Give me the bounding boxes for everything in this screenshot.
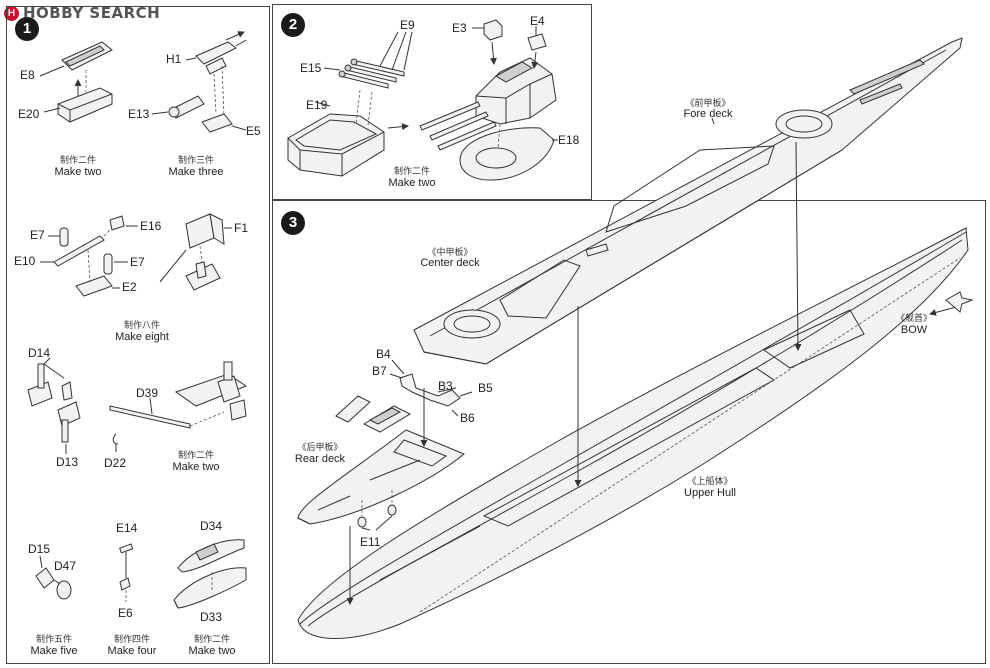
note-make-two-c-cn: 制作二件: [193, 634, 230, 644]
label-e14: E14: [116, 521, 138, 535]
fore-deck-label-cn: 《前甲板》: [685, 98, 731, 108]
label-e3: E3: [452, 21, 467, 35]
label-e15: E15: [300, 61, 322, 75]
label-b3: B3: [438, 379, 453, 393]
step3-guide-arrows: [346, 141, 974, 605]
upper-hull-label-en: Upper Hull: [684, 487, 736, 499]
note-make-five-cn: 制作五件: [35, 634, 72, 644]
label-e16: E16: [140, 219, 162, 233]
h1-e13-e5-assembly: [151, 31, 247, 133]
step-3-badge: 3: [281, 211, 305, 235]
label-f1: F1: [234, 221, 249, 235]
label-d39: D39: [136, 386, 159, 400]
label-b5: B5: [478, 381, 493, 395]
label-d34: D34: [200, 519, 223, 533]
label-e7-a: E7: [30, 228, 45, 242]
label-e10: E10: [14, 254, 36, 268]
d34-d33-boats: [173, 539, 247, 609]
note-make-eight-en: Make eight: [115, 331, 169, 343]
e8-e20-assembly: [39, 41, 113, 123]
d39-d22-assembly: [109, 361, 248, 452]
fore-deck-part: [413, 37, 963, 365]
label-e11: E11: [360, 535, 381, 549]
label-e13: E13: [128, 107, 150, 121]
d15-d47-assembly: [35, 555, 72, 600]
logo-mark-icon: H: [4, 5, 19, 21]
turret-assembly-step2: [287, 19, 558, 181]
note-make-three-cn: 制作三件: [177, 155, 214, 165]
step2-note-en: Make two: [388, 177, 436, 189]
step1-panel: [6, 6, 270, 664]
label-e18: E18: [558, 133, 580, 147]
label-e4: E4: [530, 14, 545, 28]
note-make-four-en: Make four: [107, 645, 157, 657]
label-e9: E9: [400, 18, 415, 32]
label-e20: E20: [18, 107, 40, 121]
upper-hull-part: [297, 227, 969, 639]
f1-assembly: [159, 213, 232, 291]
note-make-four-cn: 制作四件: [113, 634, 150, 644]
step3-panel: [272, 200, 986, 664]
note-make-two-c-en: Make two: [188, 645, 236, 657]
bow-label-cn: 《舰首》: [895, 313, 932, 323]
label-h1: H1: [166, 52, 182, 66]
note-make-two-a-cn: 制作二件: [59, 155, 96, 165]
e7-e10-e16-e2-assembly: [40, 215, 138, 297]
label-b6: B6: [460, 411, 475, 425]
label-d14: D14: [28, 346, 51, 360]
upper-hull-label-cn: 《上船体》: [687, 476, 733, 486]
note-make-two-a-en: Make two: [54, 166, 102, 178]
label-b4: B4: [376, 347, 391, 361]
step3-small-parts: [335, 359, 473, 531]
label-e6: E6: [118, 606, 133, 620]
note-make-two-b-en: Make two: [172, 461, 220, 473]
fore-deck-label-en: Fore deck: [683, 108, 733, 120]
note-make-three-en: Make three: [168, 166, 224, 178]
e14-e6-assembly: [119, 543, 134, 602]
step2-panel: [272, 4, 592, 200]
rear-deck-part: [297, 429, 465, 525]
label-d22: D22: [104, 456, 127, 470]
label-d47: D47: [54, 559, 77, 573]
bow-label-en: BOW: [900, 324, 928, 336]
step2-note-cn: 制作二件: [393, 166, 430, 176]
rear-deck-label-cn: 《后甲板》: [297, 442, 343, 452]
label-e7-b: E7: [130, 255, 145, 269]
hobby-search-logo: H HOBBY SEARCH: [4, 3, 160, 23]
note-make-eight-cn: 制作八件: [123, 320, 160, 330]
label-b7: B7: [372, 364, 387, 378]
d14-d13-assembly: [27, 357, 81, 454]
step-1-badge: 1: [15, 17, 39, 41]
step-2-badge: 2: [281, 13, 305, 37]
label-e8: E8: [20, 68, 35, 82]
label-e5: E5: [246, 124, 261, 138]
rear-deck-label-en: Rear deck: [294, 453, 346, 465]
center-deck-label-cn: 《中甲板》: [427, 247, 473, 257]
label-d13: D13: [56, 455, 79, 469]
note-make-five-en: Make five: [30, 645, 78, 657]
label-d15: D15: [28, 542, 51, 556]
label-e2: E2: [122, 280, 137, 294]
logo-text: HOBBY SEARCH: [23, 4, 161, 22]
center-deck-label-en: Center deck: [420, 257, 480, 269]
label-d33: D33: [200, 610, 223, 624]
note-make-two-b-cn: 制作二件: [177, 450, 214, 460]
label-e19: E19: [306, 98, 328, 112]
